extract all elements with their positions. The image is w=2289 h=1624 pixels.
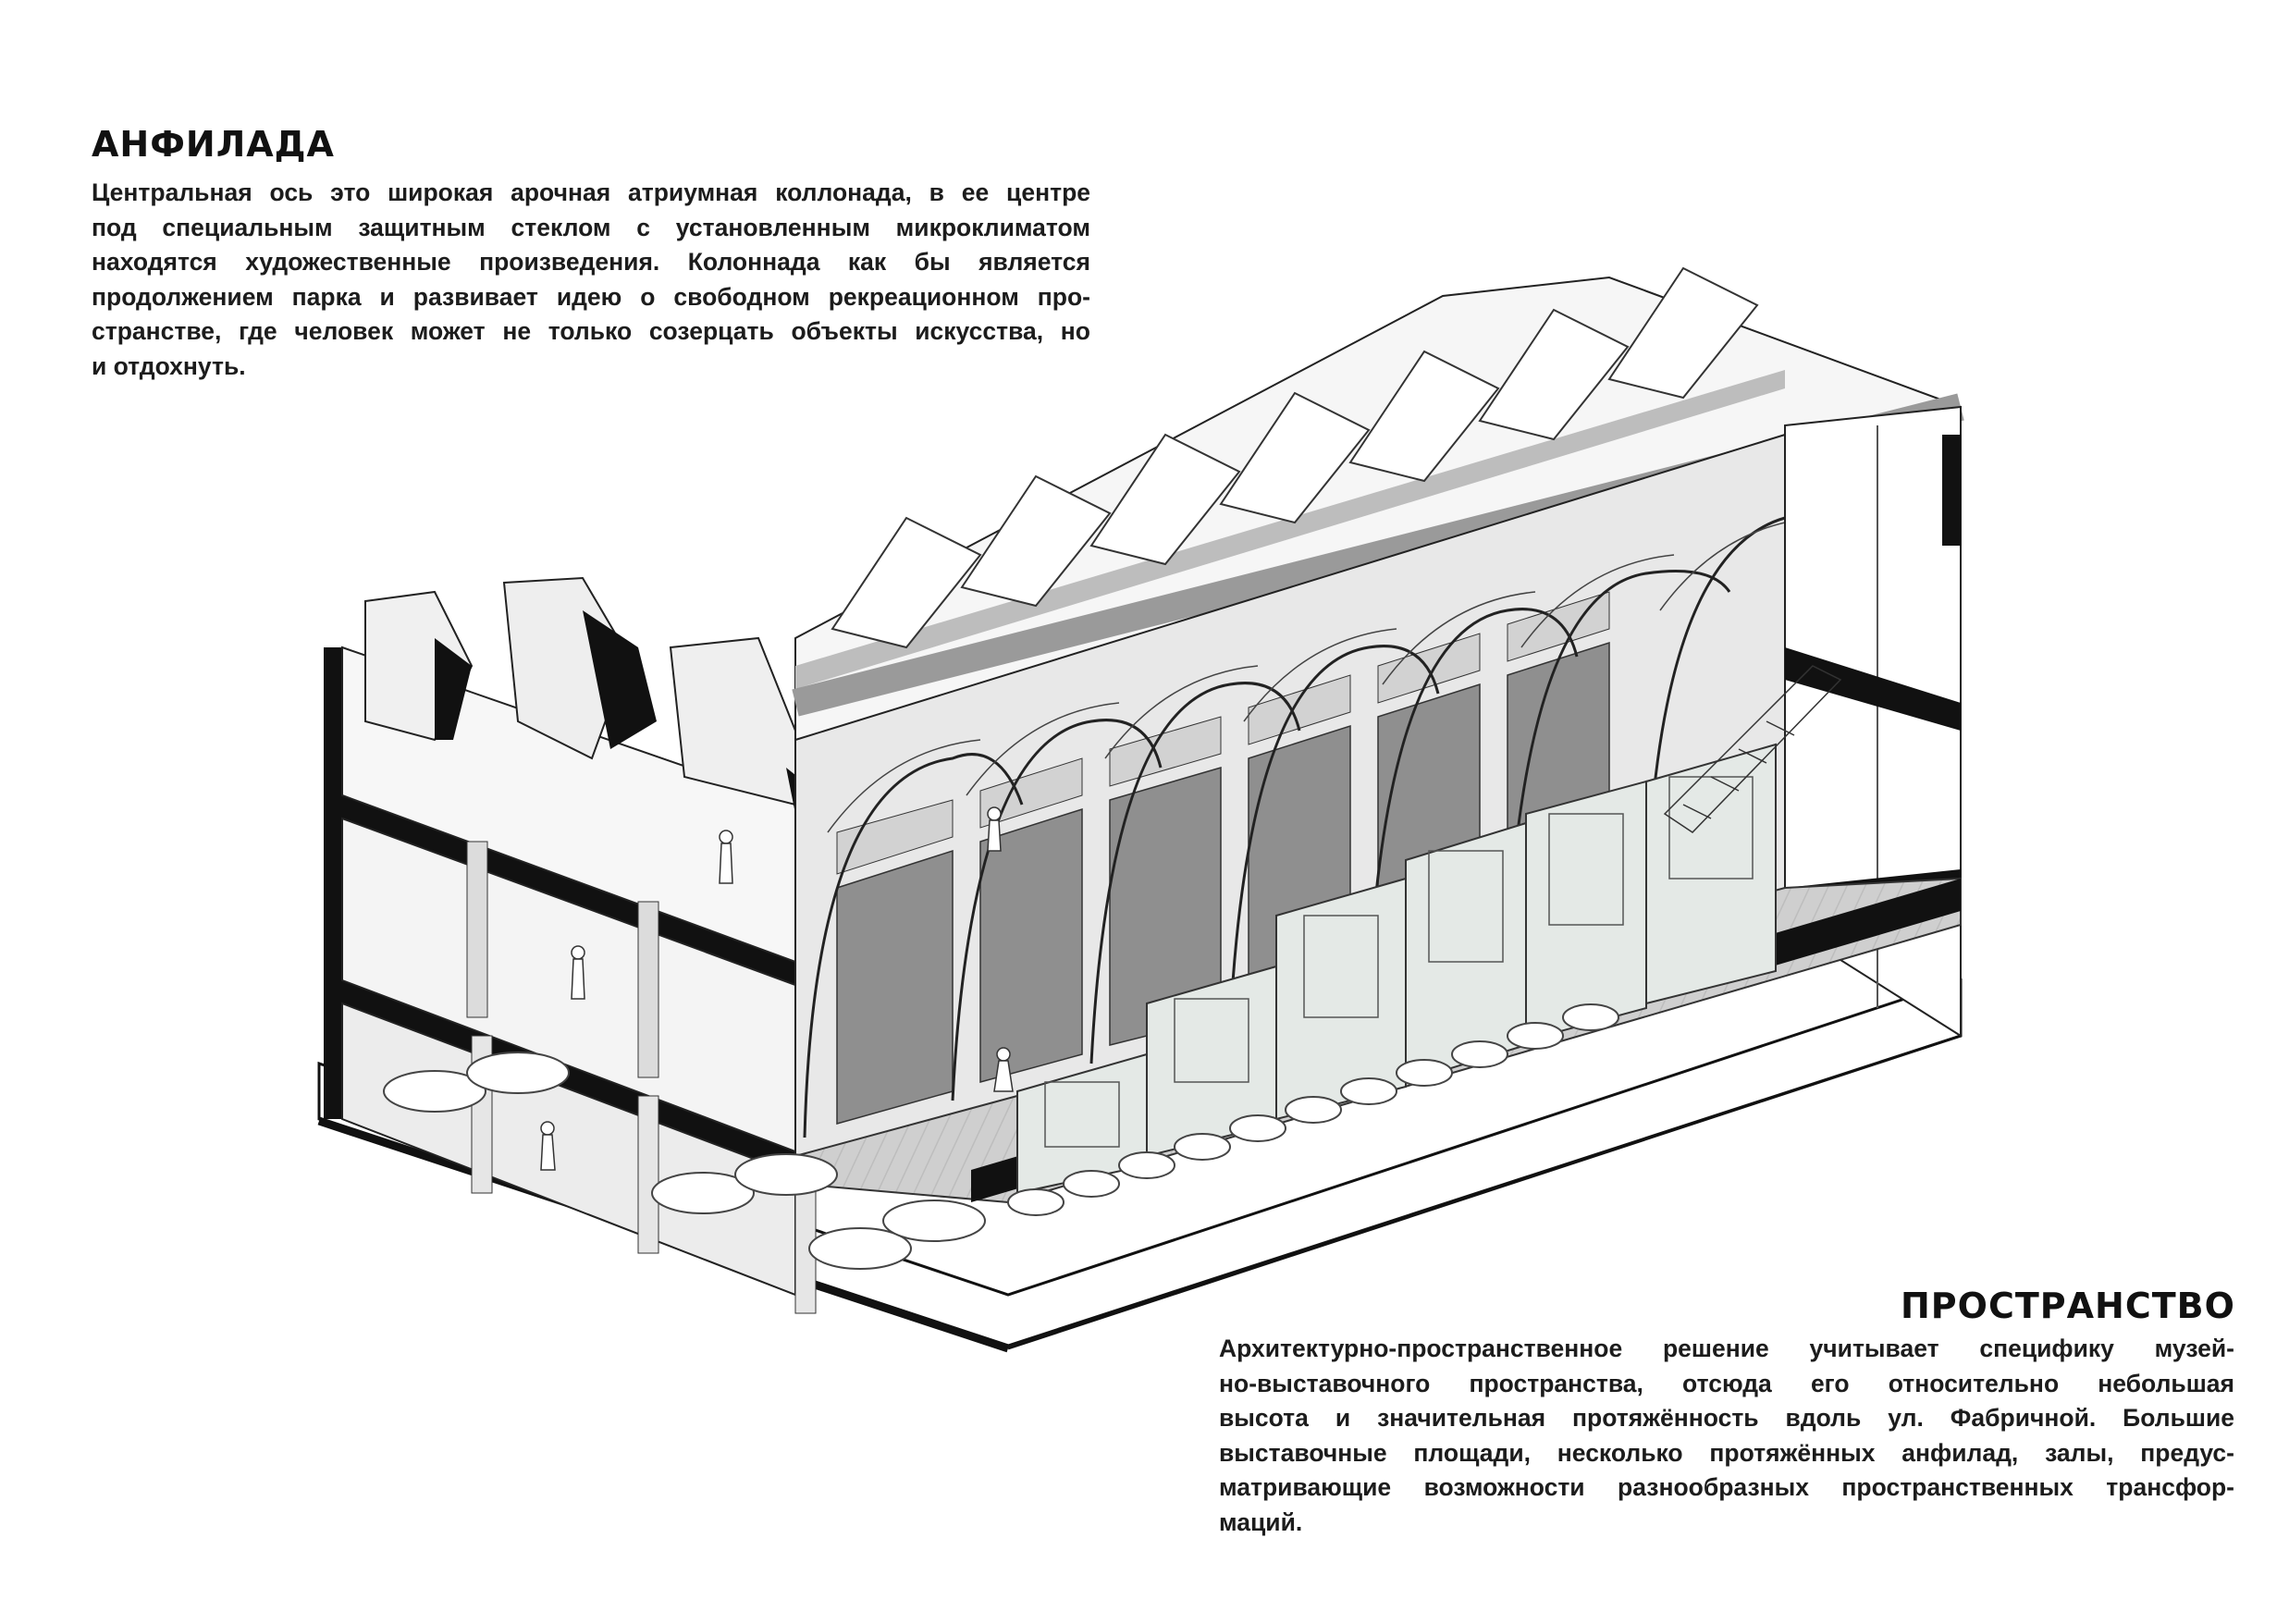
prostranstvo-line: но-выставочного пространства, отсюда его… xyxy=(1219,1369,2234,1397)
parked-cars xyxy=(383,1003,1619,1270)
prostranstvo-heading: ПРОСТРАНСТВО xyxy=(1901,1286,2235,1326)
prostranstvo-line: матривающие возможности разнообразных пр… xyxy=(1219,1473,2234,1501)
people-figures xyxy=(540,806,1014,1171)
prostranstvo-line: выставочные площади, несколько протяжённ… xyxy=(1219,1438,2234,1467)
anfilada-heading: АНФИЛАДА xyxy=(92,124,335,165)
exhibition-glass-panels xyxy=(1016,743,1777,1195)
prostranstvo-text: Архитектурно-пространственное решение уч… xyxy=(1219,1332,2234,1540)
anfilada-line: и отдохнуть. xyxy=(92,351,246,380)
anfilada-line: Центральная ось это широкая арочная атри… xyxy=(92,178,1090,206)
sawtooth-roof xyxy=(792,266,1964,760)
prostranstvo-line: Архитектурно-пространственное решение уч… xyxy=(1219,1335,2234,1362)
anfilada-line: продолжением парка и развивает идею о св… xyxy=(92,282,1090,311)
anfilada-text: Центральная ось это широкая арочная атри… xyxy=(92,176,1090,384)
anfilada-line: находятся художественные произведения. К… xyxy=(92,248,1090,276)
arch-trusses xyxy=(827,517,1814,833)
prostranstvo-line: маций. xyxy=(1219,1507,1303,1536)
anfilada-line: под специальным защитным стеклом с устан… xyxy=(92,213,1090,241)
prostranstvo-line: высота и значительная протяжённость вдол… xyxy=(1219,1404,2234,1432)
anfilada-line: странстве, где человек может не только с… xyxy=(92,317,1090,345)
stair xyxy=(1663,665,1842,833)
